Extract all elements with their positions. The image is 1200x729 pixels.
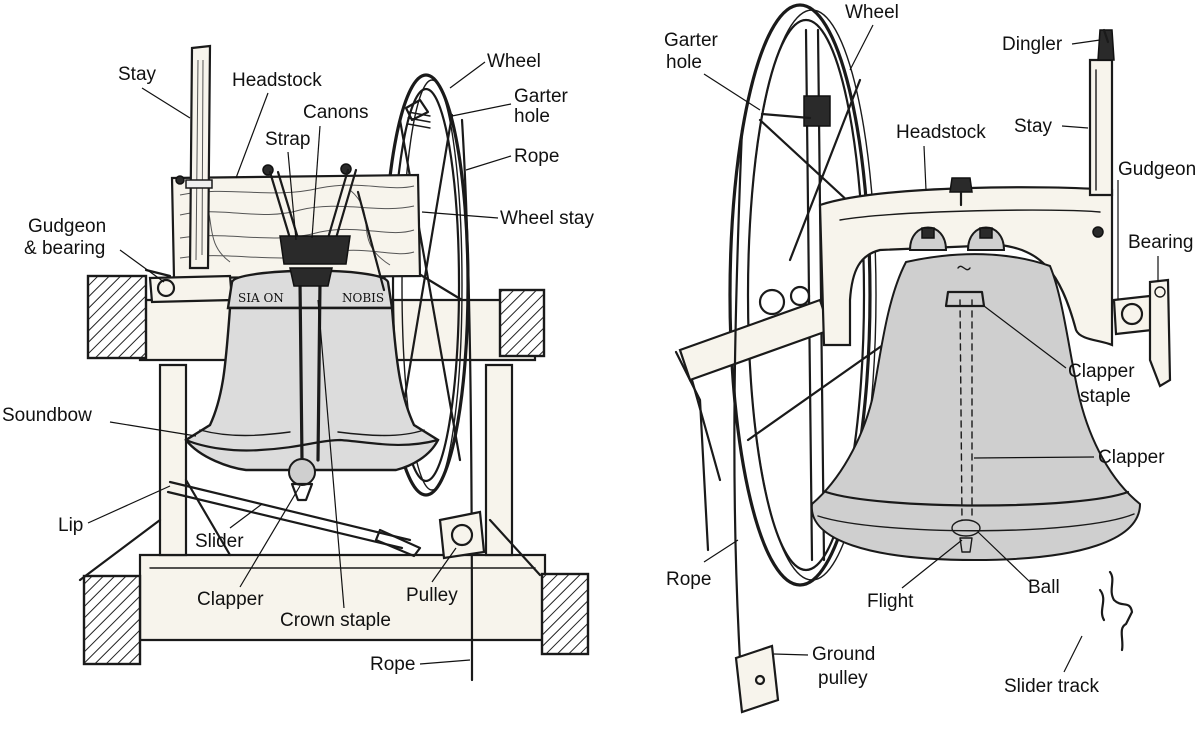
label-garter-hole-left-2: hole (514, 106, 550, 127)
label-garter-hole-left-1: Garter (514, 86, 569, 107)
label-soundbow-left: Soundbow (2, 405, 92, 426)
label-dingler-right: Dingler (1002, 34, 1063, 55)
label-garter-hole-right-2: hole (666, 52, 702, 73)
left-inscription-2: NOBIS (342, 291, 384, 305)
label-slider-track-right: Slider track (1004, 676, 1100, 697)
right-bell-illustration: Wheel Garter hole Dingler Headstock Stay… (664, 2, 1196, 714)
label-flight-right: Flight (867, 591, 914, 612)
right-stay (1088, 28, 1115, 197)
label-wheel-stay-left: Wheel stay (500, 208, 594, 229)
label-clapper-staple-right-2: staple (1080, 386, 1131, 407)
label-bearing-right: Bearing (1128, 232, 1194, 253)
left-inscription-1: SIA ON (238, 291, 284, 305)
label-stay-left: Stay (118, 64, 157, 85)
label-crown-staple-left: Crown staple (280, 610, 391, 631)
label-rope-right: Rope (666, 569, 711, 590)
left-slider (166, 480, 422, 558)
label-strap-left: Strap (265, 129, 310, 150)
right-gudgeon-bearing (1112, 278, 1172, 388)
left-pulley (438, 510, 486, 560)
label-canons-left: Canons (303, 102, 369, 123)
label-wheel-right: Wheel (845, 2, 899, 23)
label-ball-right: Ball (1028, 577, 1060, 598)
left-bell: SIA ON NOBIS (184, 168, 440, 502)
left-bell-illustration: SIA ON NOBIS (2, 44, 594, 682)
left-labels: Stay Headstock Canons Strap Wheel Garter… (2, 51, 594, 675)
label-wheel-left: Wheel (487, 51, 541, 72)
label-ground-pulley-right-1: Ground (812, 644, 875, 665)
label-gudgeon-right: Gudgeon (1118, 159, 1196, 180)
label-pulley-left: Pulley (406, 585, 458, 606)
right-rope (733, 128, 744, 662)
label-headstock-right: Headstock (896, 122, 986, 143)
label-rope-left-lower: Rope (370, 654, 415, 675)
right-ground-pulley (734, 644, 780, 714)
label-gudgeon-bearing-left-1: Gudgeon (28, 216, 106, 237)
label-rope-left-upper: Rope (514, 146, 559, 167)
left-stay (185, 44, 213, 270)
label-ground-pulley-right-2: pulley (818, 668, 868, 689)
right-labels: Wheel Garter hole Dingler Headstock Stay… (664, 2, 1196, 697)
label-clapper-left: Clapper (197, 589, 264, 610)
left-headstock (170, 163, 422, 280)
label-clapper-right: Clapper (1098, 447, 1165, 468)
right-bell (810, 226, 1142, 562)
label-clapper-staple-right-1: Clapper (1068, 361, 1135, 382)
label-slider-left: Slider (195, 531, 244, 552)
label-headstock-left: Headstock (232, 70, 322, 91)
label-stay-right: Stay (1014, 116, 1053, 137)
right-headstock (818, 177, 1114, 347)
right-slider-track (1098, 570, 1134, 652)
label-lip-left: Lip (58, 515, 83, 536)
left-rope (460, 118, 474, 682)
label-gudgeon-bearing-left-2: & bearing (24, 238, 105, 259)
label-garter-hole-right-1: Garter (664, 30, 719, 51)
